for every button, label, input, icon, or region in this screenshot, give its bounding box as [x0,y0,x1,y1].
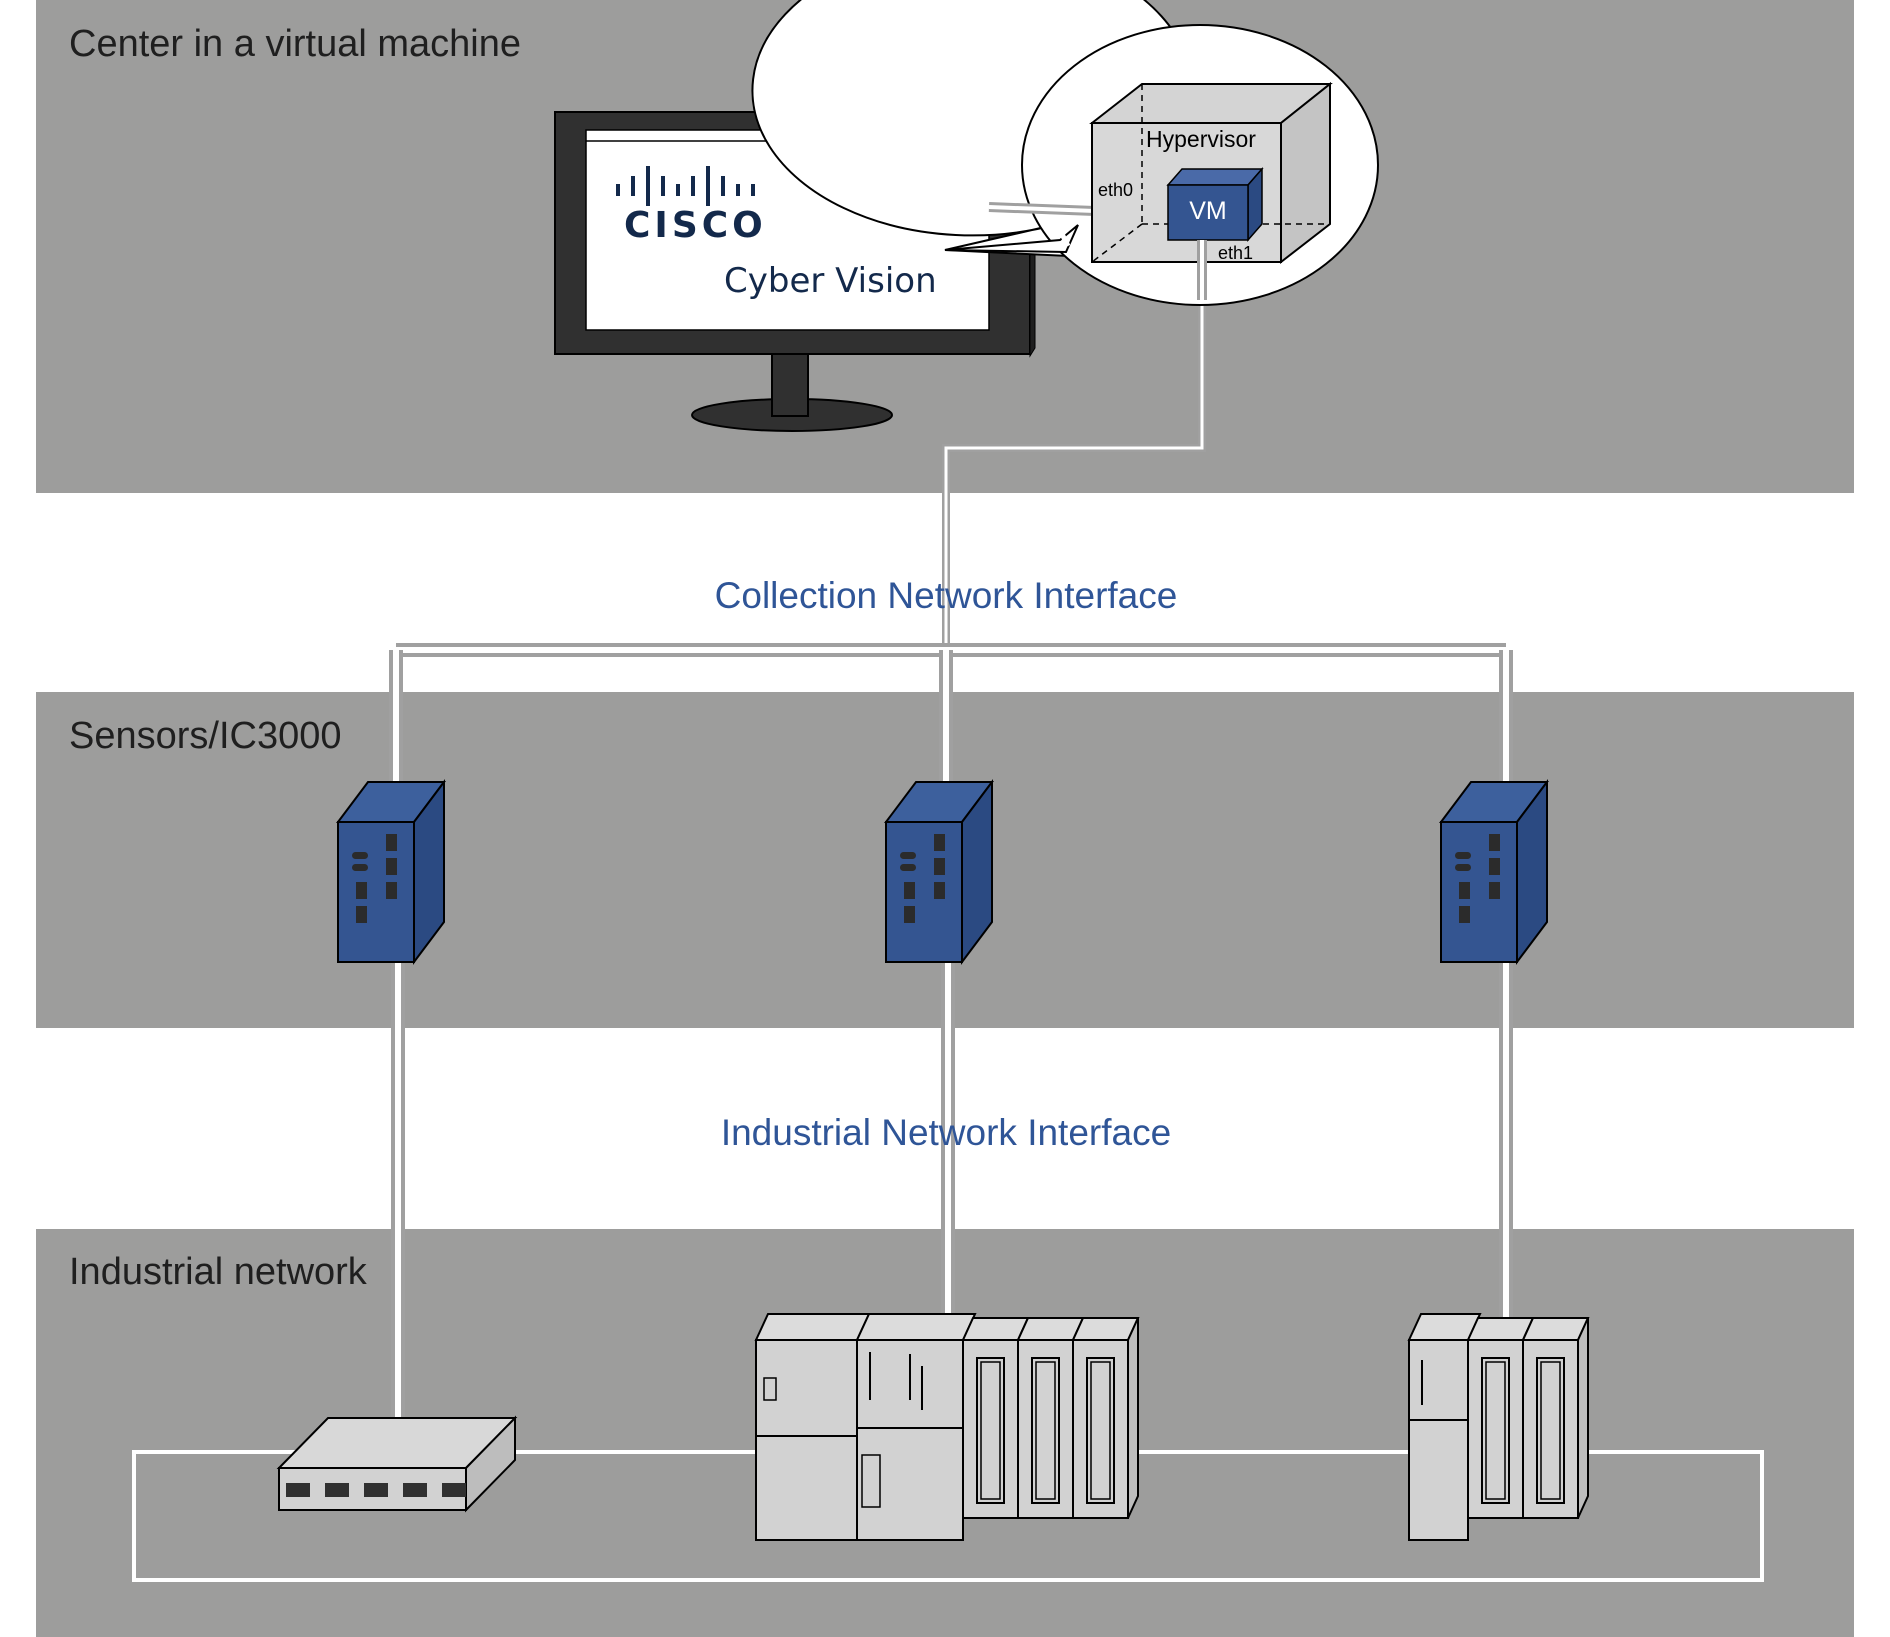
sensor-left [337,781,445,963]
plc-large [754,1313,1139,1541]
sensors-panel-title: Sensors/IC3000 [69,715,342,757]
monitor-stand [771,353,809,417]
sensor-center [885,781,993,963]
product-name: Cyber Vision [724,261,937,301]
cisco-wordmark: CISCO [624,205,767,246]
plc-small [1407,1313,1589,1541]
industrial-interface-label: Industrial Network Interface [721,1112,1171,1153]
eth0-label: eth0 [1098,180,1133,200]
vm-cube: VM [1166,167,1264,242]
vm-label: VM [1189,197,1227,225]
cisco-logo-icon [616,166,755,206]
industrial-cables [391,958,1513,1432]
collection-interface-label: Collection Network Interface [715,575,1178,616]
industrial-panel-title: Industrial network [69,1251,368,1293]
sensor-right [1440,781,1548,963]
eth1-label: eth1 [1218,243,1253,263]
center-panel-title: Center in a virtual machine [69,23,521,65]
switch-port-icon [286,1483,466,1497]
network-switch [276,1415,518,1513]
hypervisor-label: Hypervisor [1146,126,1256,152]
